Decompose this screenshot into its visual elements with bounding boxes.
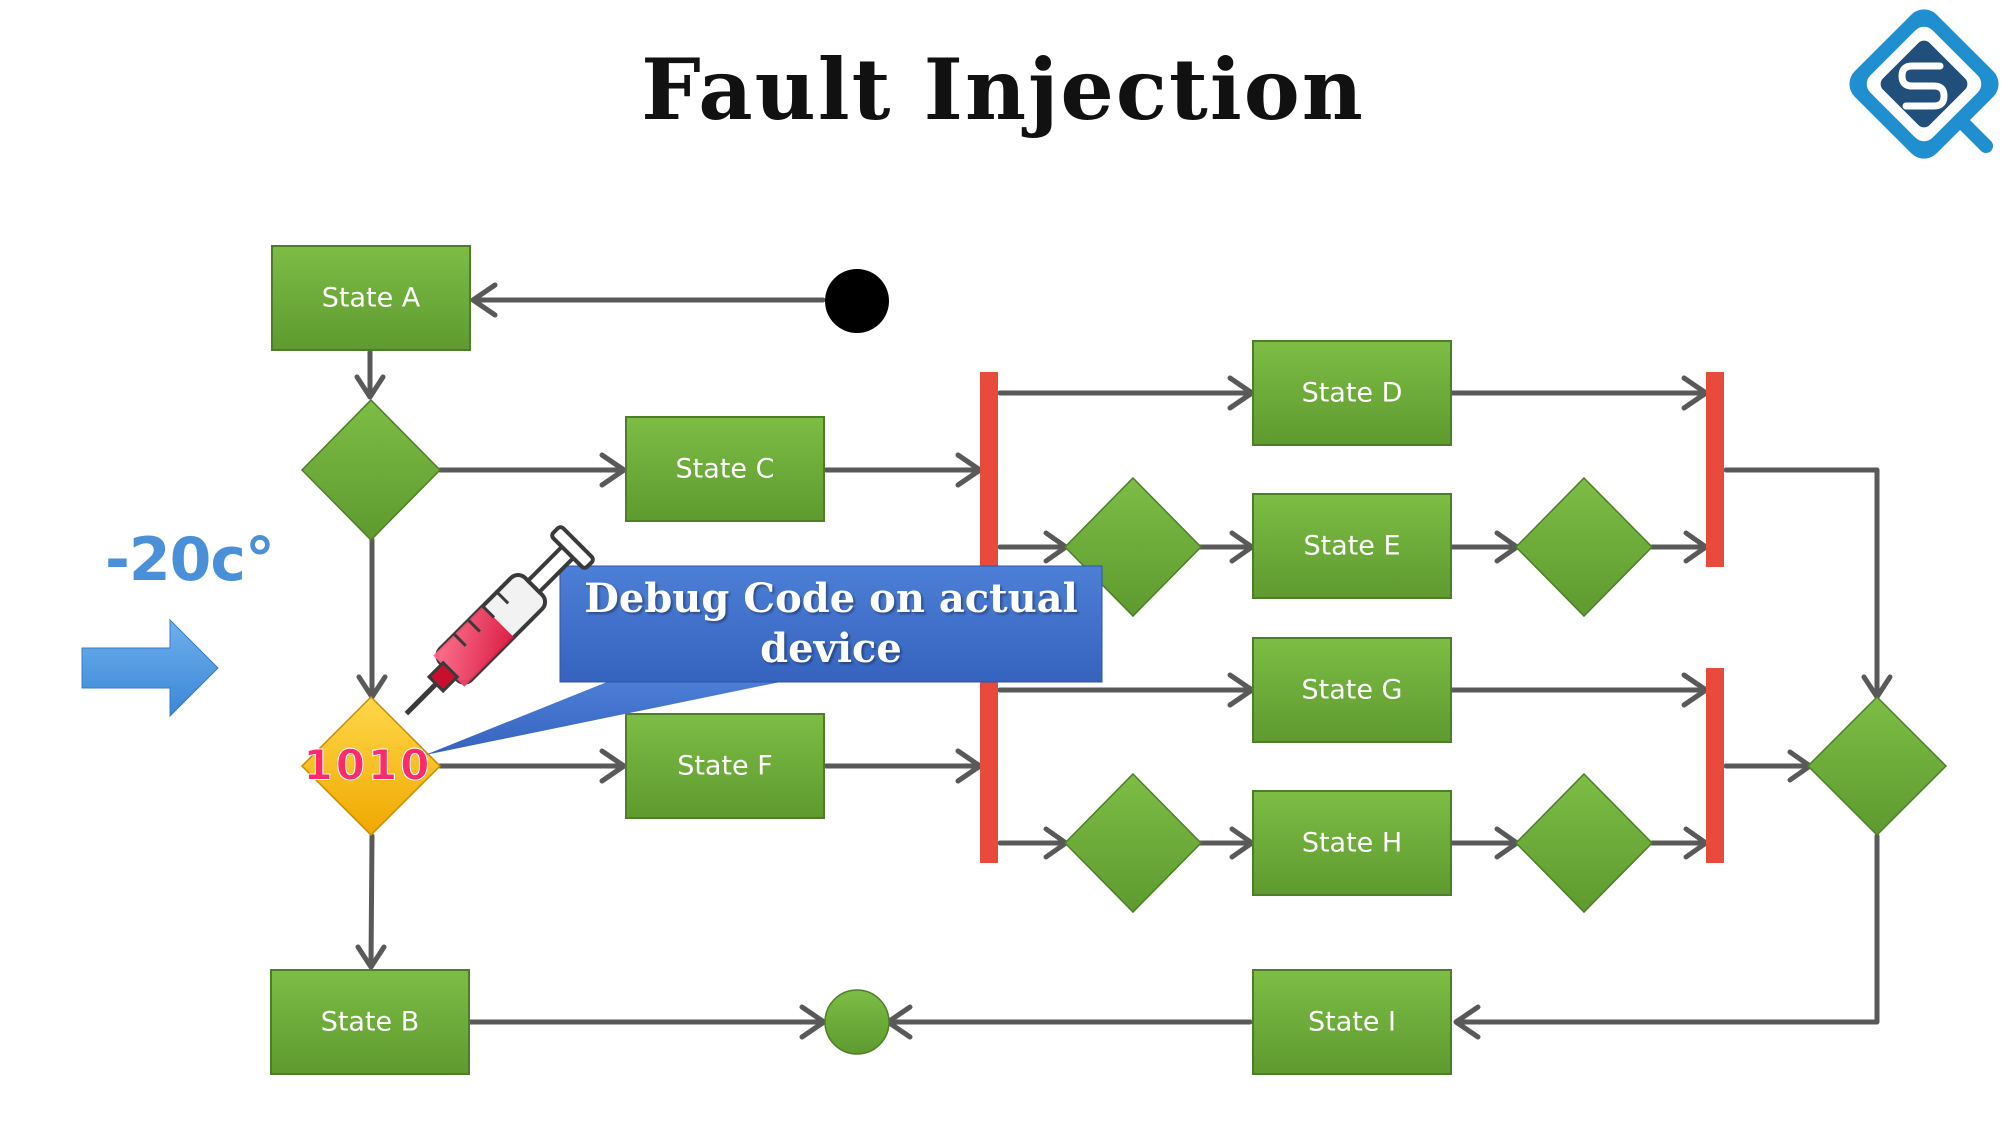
state-label-e: State E	[1303, 531, 1400, 562]
state-box-h	[1252, 790, 1452, 896]
state-boxes	[270, 245, 1452, 1075]
right-arrow-icon	[81, 618, 219, 718]
state-box-f	[625, 713, 825, 819]
arrowhead	[354, 374, 386, 400]
callout	[425, 565, 1103, 755]
syringe-icon	[404, 525, 595, 716]
temperature-label: -20c°	[105, 525, 275, 595]
state-box-b	[270, 969, 470, 1075]
arrowhead	[599, 452, 627, 488]
state-label-h: State H	[1302, 828, 1402, 859]
fork-bar-3	[980, 668, 998, 863]
state-box-d	[1252, 340, 1452, 446]
state-label-c: State C	[676, 454, 775, 485]
state-label-g: State G	[1302, 675, 1403, 706]
join-bar-4	[1706, 668, 1724, 863]
connectors	[354, 282, 1893, 1040]
decision-diamond-h1	[1063, 772, 1203, 914]
decision-diamond-1	[300, 398, 442, 542]
arrowhead	[799, 1004, 827, 1040]
decision-diamond-e2	[1514, 476, 1654, 618]
callout-box	[559, 565, 1103, 683]
state-label-b: State B	[321, 1007, 420, 1038]
fault-code: 1010	[304, 741, 433, 790]
page-title: Fault Injection	[641, 40, 1365, 139]
state-label-f: State F	[677, 751, 773, 782]
logo-icon	[1849, 9, 1999, 159]
state-label-i: State I	[1308, 1007, 1396, 1038]
state-label-a: State A	[322, 283, 421, 314]
decision-diamond-h2	[1514, 772, 1654, 914]
sync-bars	[980, 372, 1724, 863]
callout-pointer	[425, 680, 790, 755]
state-box-c	[625, 416, 825, 522]
connector-bar2-to-merge	[1723, 467, 1880, 698]
arrowhead	[470, 282, 498, 318]
state-box-e	[1252, 493, 1452, 599]
state-label-d: State D	[1302, 378, 1403, 409]
state-box-g	[1252, 637, 1452, 743]
connector-merge-to-i	[1455, 833, 1880, 1025]
arrowhead	[599, 748, 627, 784]
callout-text: Debug Code on actual device	[584, 575, 1078, 672]
fault-diamond	[300, 695, 442, 837]
state-box-i	[1252, 969, 1452, 1075]
start-node	[825, 269, 889, 333]
state-box-a	[271, 245, 471, 351]
state-labels: State A State C State D State E State G …	[321, 283, 1403, 1038]
end-node	[824, 989, 890, 1055]
connector-fault-to-b	[368, 833, 375, 968]
arrowhead	[1453, 1004, 1481, 1040]
fork-bar-1	[980, 372, 998, 567]
arrowhead	[355, 944, 387, 970]
merge-diamond	[1806, 695, 1948, 837]
join-bar-2	[1706, 372, 1724, 567]
decision-diamonds	[300, 398, 1948, 914]
